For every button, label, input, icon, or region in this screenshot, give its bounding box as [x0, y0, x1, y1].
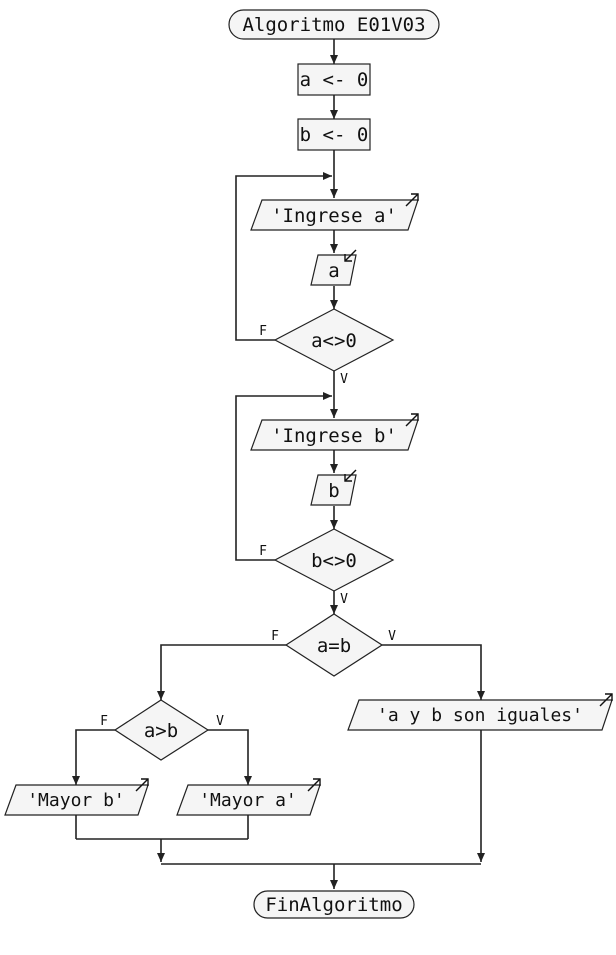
read-a-label: a [328, 260, 339, 282]
out-mayor-b-label: 'Mayor b' [27, 790, 125, 811]
out-mayor-a-shape [176, 784, 321, 816]
out-equal-label: 'a y b son iguales' [377, 705, 583, 726]
cond-a-shape [273, 308, 395, 372]
cond-equal-false-label: F [271, 629, 279, 644]
connector-greater-false-branch [72, 729, 115, 785]
end-terminator-shape [253, 890, 415, 919]
cond-a-decision: a<>0 F V [259, 308, 395, 387]
read-b-label: b [328, 480, 339, 502]
loop-back-arrow-b [235, 392, 332, 561]
cond-equal-label: a=b [317, 635, 351, 657]
cond-a-false-label: F [259, 324, 267, 339]
read-b-shape [310, 474, 357, 506]
cond-equal-true-label: V [388, 629, 396, 644]
prompt-b-shape [250, 419, 419, 451]
cond-greater-label: a>b [144, 720, 178, 742]
cond-a-label: a<>0 [311, 330, 357, 352]
input-arrow-icon [344, 469, 357, 482]
prompt-a-label: 'Ingrese a' [271, 205, 397, 227]
connector-equal-false-branch [157, 644, 286, 700]
out-mayor-b-output: 'Mayor b' [4, 778, 149, 816]
end-label: FinAlgoritmo [265, 894, 402, 916]
cond-greater-false-label: F [100, 714, 108, 729]
cond-greater-decision: a>b F V [100, 699, 224, 761]
output-arrow-icon [307, 778, 321, 792]
output-arrow-icon [599, 693, 613, 707]
cond-b-false-label: F [259, 544, 267, 559]
read-b-input: b [310, 469, 357, 506]
assign-a-label: a <- 0 [300, 69, 369, 91]
prompt-b-output: 'Ingrese b' [250, 413, 419, 451]
out-equal-shape [347, 699, 613, 731]
cond-b-true-label: V [340, 592, 348, 607]
start-terminator: Algoritmo E01V03 [228, 9, 440, 40]
cond-b-label: b<>0 [311, 550, 357, 572]
connector-equal-true-branch [382, 644, 485, 700]
assign-b-label: b <- 0 [300, 124, 369, 146]
end-terminator: FinAlgoritmo [253, 890, 415, 919]
output-arrow-icon [405, 413, 419, 427]
read-a-shape [310, 254, 357, 286]
cond-b-shape [273, 528, 395, 592]
start-terminator-shape [228, 9, 440, 40]
out-mayor-a-label: 'Mayor a' [199, 790, 297, 811]
assign-b-process: b <- 0 [297, 118, 371, 151]
prompt-b-label: 'Ingrese b' [271, 425, 397, 447]
connectors [72, 39, 485, 889]
output-arrow-icon [405, 193, 419, 207]
prompt-a-output: 'Ingrese a' [250, 193, 419, 231]
out-equal-output: 'a y b son iguales' [347, 693, 613, 731]
cond-greater-true-label: V [216, 714, 224, 729]
cond-greater-shape [113, 699, 210, 761]
out-mayor-a-output: 'Mayor a' [176, 778, 321, 816]
start-label: Algoritmo E01V03 [242, 14, 425, 36]
read-a-input: a [310, 249, 357, 286]
connector-greater-true-branch [208, 729, 252, 785]
output-arrow-icon [135, 778, 149, 792]
assign-a-shape [297, 63, 371, 96]
assign-a-process: a <- 0 [297, 63, 371, 96]
assign-b-shape [297, 118, 371, 151]
input-arrow-icon [344, 249, 357, 262]
cond-a-true-label: V [340, 372, 348, 387]
out-mayor-b-shape [4, 784, 149, 816]
cond-equal-shape [284, 613, 384, 677]
prompt-a-shape [250, 199, 419, 231]
cond-equal-decision: a=b F V [271, 613, 396, 677]
cond-b-decision: b<>0 F V [259, 528, 395, 607]
loop-back-arrow-a [235, 172, 332, 341]
